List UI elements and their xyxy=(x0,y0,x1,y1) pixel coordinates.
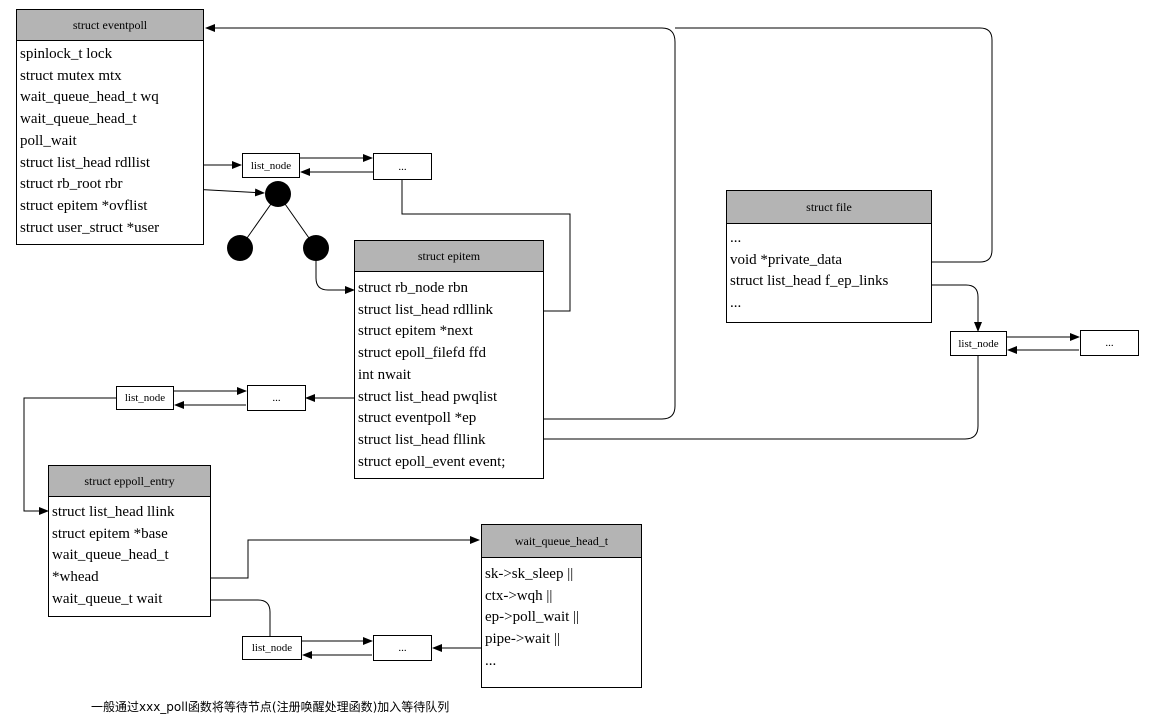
field-event: struct epoll_event event; xyxy=(358,453,506,470)
field-whead-type: wait_queue_head_t xyxy=(52,547,169,564)
field-poll-wait-type: wait_queue_head_t xyxy=(20,111,137,128)
field-nwait: int nwait xyxy=(358,366,411,383)
field-file-ellipsis-top: ... xyxy=(730,230,742,246)
wait-queue-head-struct: wait_queue_head_t sk->sk_sleep || ctx->w… xyxy=(481,524,642,688)
field-wait: wait_queue_t wait xyxy=(52,590,163,607)
f-ep-links-list-node: list_node xyxy=(950,331,1007,356)
arrow-f-ep-links-to-node xyxy=(925,284,982,332)
arrow-whead-to-wqh xyxy=(172,536,480,579)
rb-tree-root-node xyxy=(265,181,291,207)
field-wq: wait_queue_head_t wq xyxy=(20,89,159,106)
eventpoll-fields: spinlock_t lock struct mutex mtx wait_qu… xyxy=(17,41,203,239)
field-pwqlist: struct list_head pwqlist xyxy=(358,388,498,405)
field-poll-wait: poll_wait xyxy=(20,132,77,149)
rdllist-next-node: ... xyxy=(373,153,432,180)
wait-next-node: ... xyxy=(373,635,432,661)
eventpoll-struct: struct eventpoll spinlock_t lock struct … xyxy=(16,9,204,245)
field-user: struct user_struct *user xyxy=(20,219,160,236)
epitem-fields: struct rb_node rbn struct list_head rdll… xyxy=(355,272,543,473)
field-ovflist: struct epitem *ovflist xyxy=(20,197,148,214)
field-ctx-wqh: ctx->wqh || xyxy=(485,587,553,604)
field-llink: struct list_head llink xyxy=(52,504,175,520)
field-f-ep-links: struct list_head f_ep_links xyxy=(730,273,889,290)
wait-list-node: list_node xyxy=(242,636,302,660)
rb-tree-right-node xyxy=(303,235,329,261)
eventpoll-title: struct eventpoll xyxy=(17,10,203,41)
file-title: struct file xyxy=(727,191,931,224)
arrow-rdl-next-to-rdllink xyxy=(401,179,571,315)
field-fllink: struct list_head fllink xyxy=(358,431,486,448)
field-ep-poll-wait: ep->poll_wait || xyxy=(485,609,580,626)
field-base: struct epitem *base xyxy=(52,525,168,542)
epitem-struct: struct epitem struct rb_node rbn struct … xyxy=(354,240,544,479)
field-next: struct epitem *next xyxy=(358,323,473,340)
wait-queue-head-title: wait_queue_head_t xyxy=(482,525,641,558)
epitem-title: struct epitem xyxy=(355,241,543,272)
field-rbn: struct rb_node rbn xyxy=(358,280,468,296)
eppoll-entry-struct: struct eppoll_entry struct list_head lli… xyxy=(48,465,211,617)
field-rbr: struct rb_root rbr xyxy=(20,176,123,193)
field-lock: spinlock_t lock xyxy=(20,46,113,62)
eppoll-entry-fields: struct list_head llink struct epitem *ba… xyxy=(49,497,210,611)
file-struct: struct file ... void *private_data struc… xyxy=(726,190,932,323)
pwqlist-list-node: list_node xyxy=(116,386,174,410)
file-fields: ... void *private_data struct list_head … xyxy=(727,224,931,315)
field-ffd: struct epoll_filefd ffd xyxy=(358,345,487,362)
rb-tree-left-node xyxy=(227,235,253,261)
field-whead: *whead xyxy=(52,569,99,586)
field-wqh-ellipsis: ... xyxy=(485,652,497,669)
field-sk-sleep: sk->sk_sleep || xyxy=(485,566,574,582)
arrow-pwq-node-to-llink xyxy=(23,397,116,515)
field-ep: struct eventpoll *ep xyxy=(358,410,477,427)
field-mtx: struct mutex mtx xyxy=(20,67,122,84)
arrow-wait-node-to-wait xyxy=(197,596,271,636)
arrow-tree-to-rbn xyxy=(315,260,355,294)
arrow-fep-node-to-fllink xyxy=(521,356,979,443)
field-rdllist: struct list_head rdllist xyxy=(20,154,150,171)
rdllist-list-node: list_node xyxy=(242,153,300,178)
pwqlist-next-node: ... xyxy=(247,385,306,411)
arrow-ep-to-eventpoll xyxy=(205,24,676,420)
arrow-private-data-to-eventpoll xyxy=(675,27,993,263)
wait-queue-head-fields: sk->sk_sleep || ctx->wqh || ep->poll_wai… xyxy=(482,558,641,673)
eppoll-entry-title: struct eppoll_entry xyxy=(49,466,210,497)
field-private-data: void *private_data xyxy=(730,251,843,268)
diagram-caption: 一般通过xxx_poll函数将等待节点(注册唤醒处理函数)加入等待队列 xyxy=(91,700,450,714)
field-pipe-wait: pipe->wait || xyxy=(485,631,560,648)
field-file-ellipsis-bottom: ... xyxy=(730,295,742,312)
field-rdllink: struct list_head rdllink xyxy=(358,301,493,318)
f-ep-links-next-node: ... xyxy=(1080,330,1139,356)
